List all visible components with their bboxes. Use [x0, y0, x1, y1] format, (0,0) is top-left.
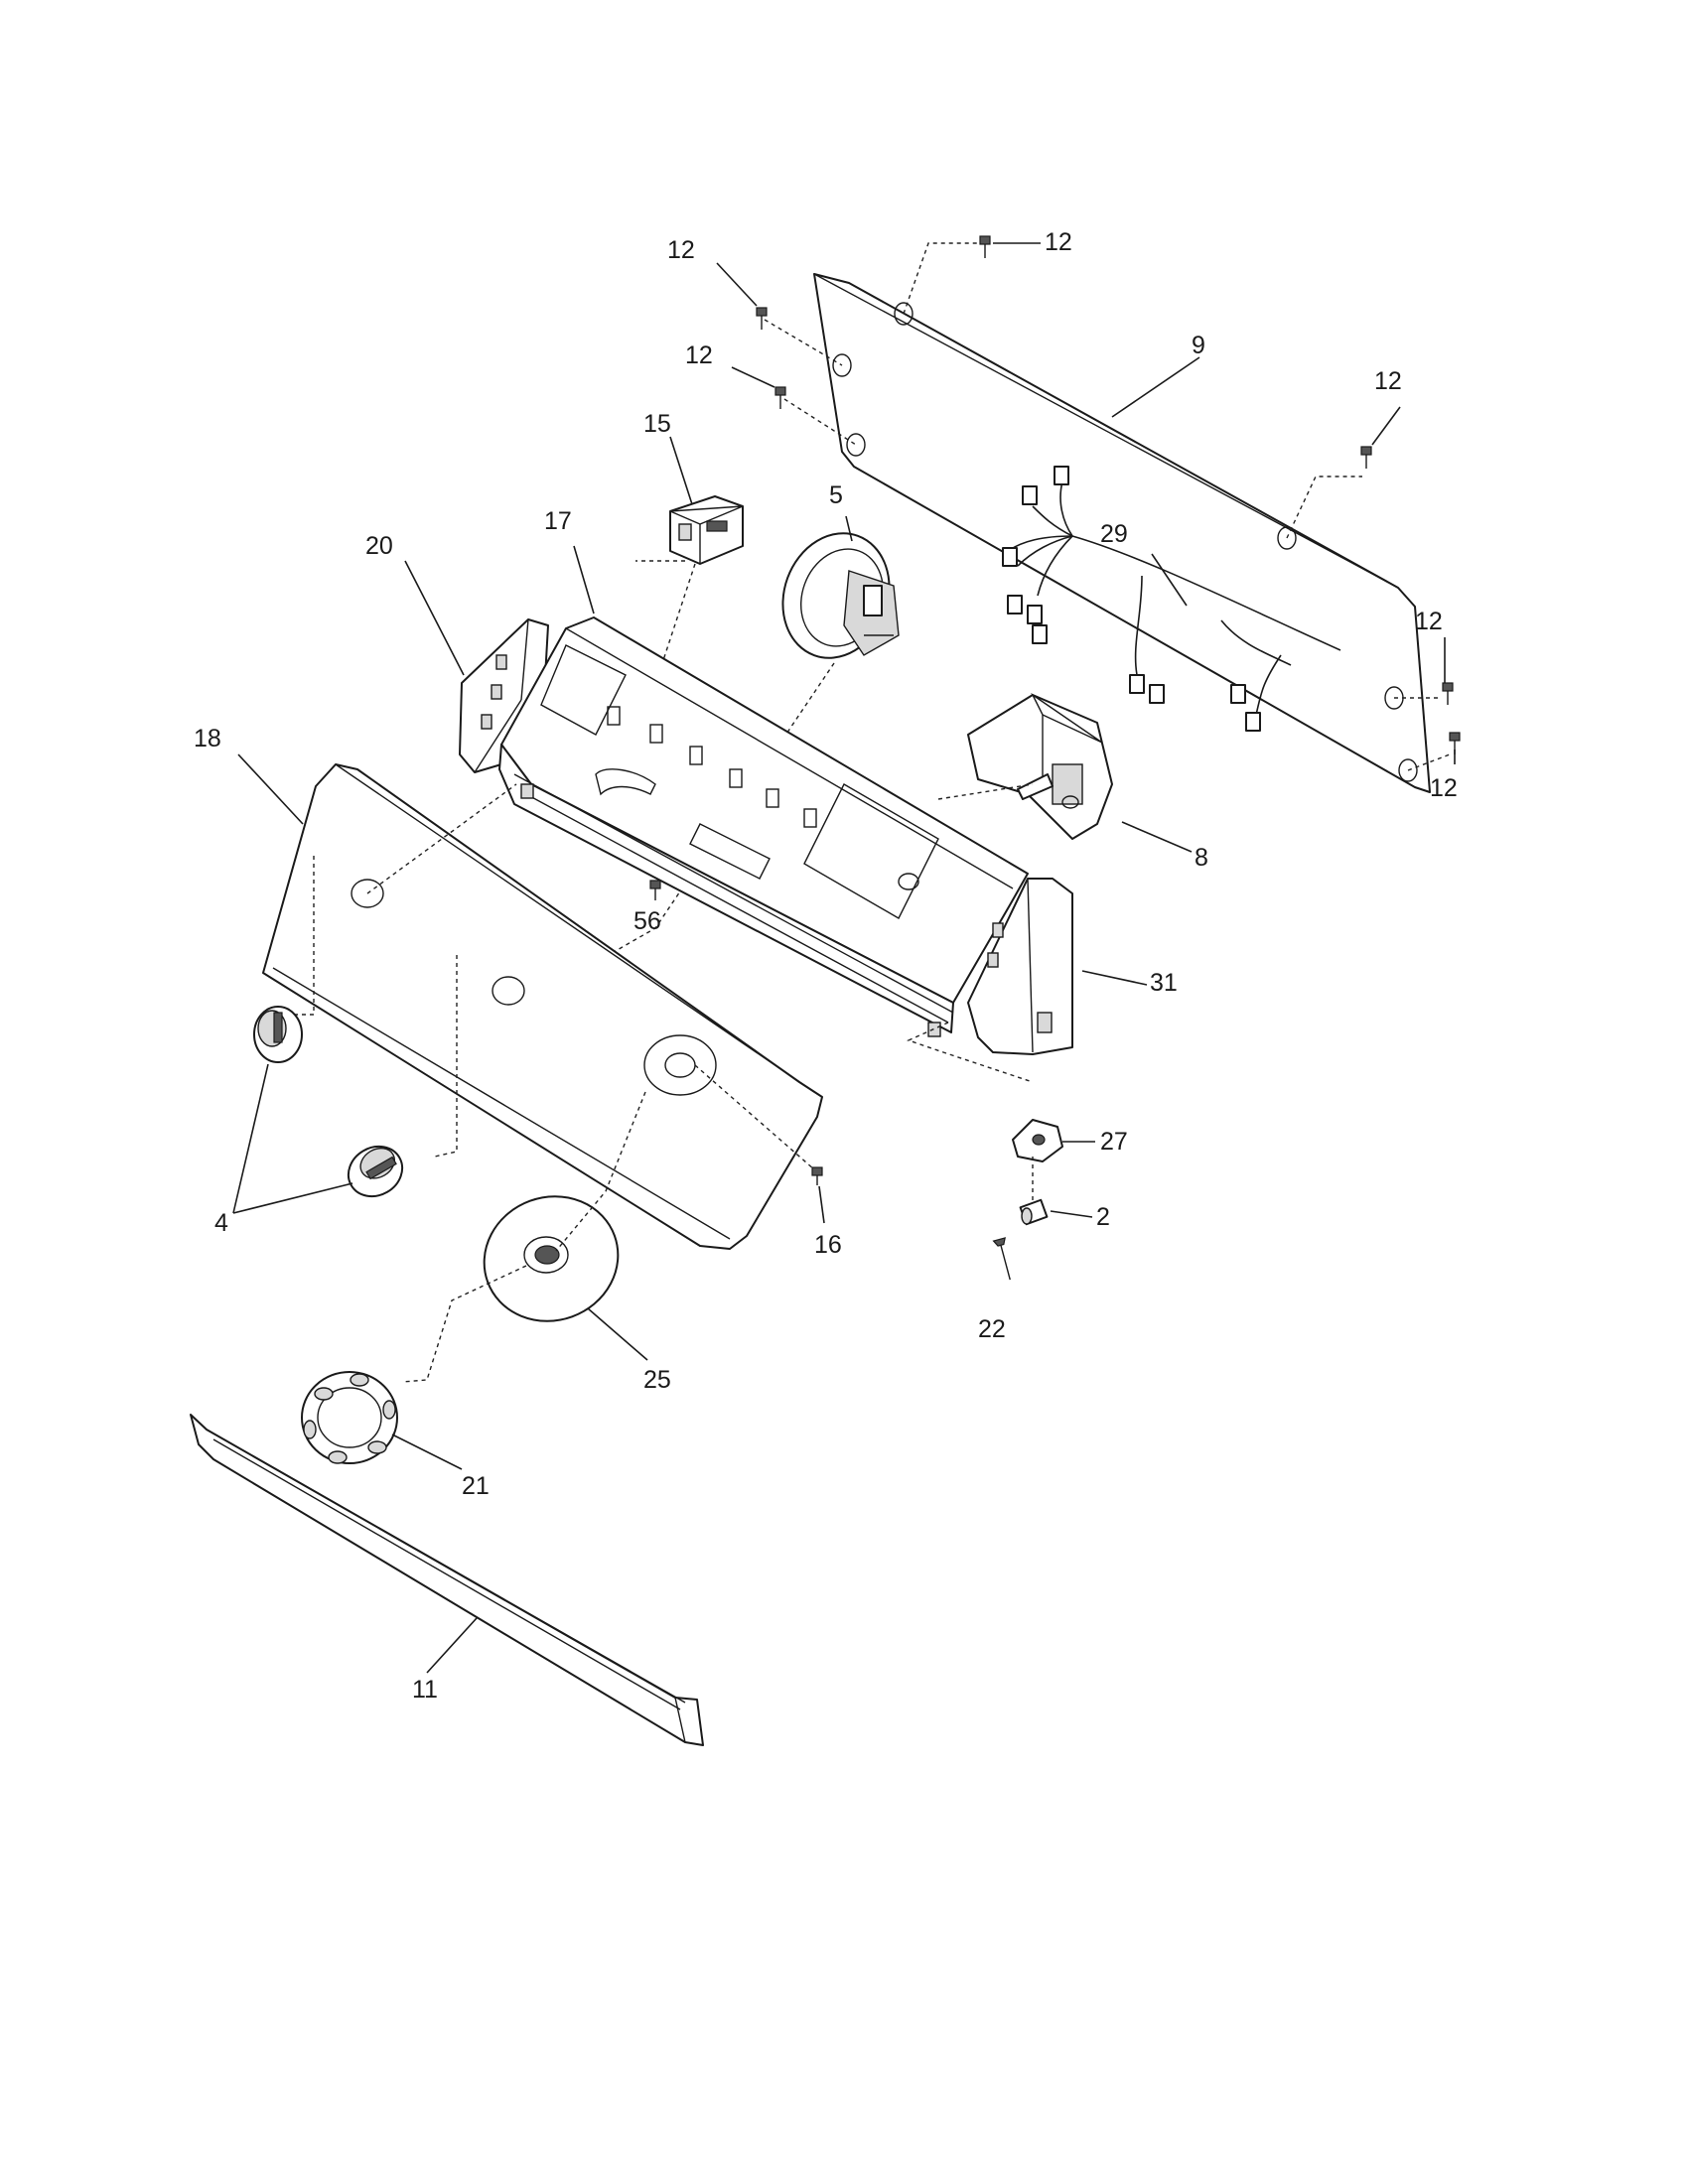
- part-21-dial-knob: [301, 1371, 398, 1464]
- part-25-dial-ring: [401, 1091, 646, 1383]
- screw-icon: [1360, 446, 1372, 469]
- callout-8: 8: [1195, 844, 1208, 872]
- part-22-screw: [992, 1157, 1034, 1281]
- callout-12: 12: [1374, 367, 1402, 395]
- screw-icon: [774, 386, 786, 409]
- leader-lines: [232, 242, 1456, 1674]
- callout-15: 15: [643, 410, 671, 438]
- callout-18: 18: [194, 725, 221, 752]
- part-31-right-end-cap: [907, 878, 1073, 1083]
- callout-9: 9: [1192, 332, 1205, 359]
- callout-21: 21: [462, 1472, 490, 1500]
- screw-icon: [756, 307, 768, 330]
- knob-icon: [253, 1006, 303, 1063]
- part-2-spacer: [1019, 1198, 1049, 1226]
- part-20-left-end-cap: [459, 618, 549, 773]
- callout-12: 12: [1415, 608, 1443, 635]
- screw-icon: [649, 880, 661, 900]
- callout-29: 29: [1100, 520, 1128, 548]
- part-18-front-panel: [262, 763, 823, 1250]
- callout-22: 22: [978, 1315, 1006, 1343]
- screw-icon: [811, 1166, 823, 1185]
- part-15-switch: [610, 495, 744, 785]
- callout-56: 56: [633, 907, 661, 935]
- callout-12: 12: [667, 236, 695, 264]
- part-12-screws: [756, 235, 1461, 771]
- part-16-screw: [811, 1166, 823, 1185]
- callout-20: 20: [365, 532, 393, 560]
- callout-2: 2: [1096, 1203, 1110, 1231]
- callout-12: 12: [1430, 774, 1458, 802]
- screw-icon: [979, 235, 991, 258]
- callout-25: 25: [643, 1366, 671, 1394]
- screw-icon: [1442, 682, 1454, 705]
- callout-5: 5: [829, 481, 843, 509]
- part-4-knobs: [253, 1006, 404, 1198]
- knob-icon: [347, 1145, 404, 1198]
- callout-11: 11: [412, 1676, 438, 1704]
- screw-icon: [992, 1237, 1011, 1281]
- callout-12: 12: [1045, 228, 1072, 256]
- part-8-timer: [937, 692, 1113, 840]
- callout-27: 27: [1100, 1128, 1128, 1156]
- callout-31: 31: [1150, 969, 1178, 997]
- callout-4: 4: [214, 1209, 228, 1237]
- callout-16: 16: [814, 1231, 842, 1259]
- part-27-bracket: [1012, 1119, 1063, 1162]
- callout-labels: 12 12 12 9 12 29 12 12 15 5 17 20 18 56 …: [194, 228, 1458, 1704]
- part-5-selector-switch: [515, 532, 900, 1009]
- callout-17: 17: [544, 507, 572, 535]
- part-17-control-console: [498, 616, 1029, 1037]
- part-29-wiring-harness: [1002, 466, 1341, 732]
- callout-12: 12: [685, 341, 713, 369]
- part-56-screw: [649, 880, 661, 900]
- part-11-trim-strip: [190, 1414, 704, 1746]
